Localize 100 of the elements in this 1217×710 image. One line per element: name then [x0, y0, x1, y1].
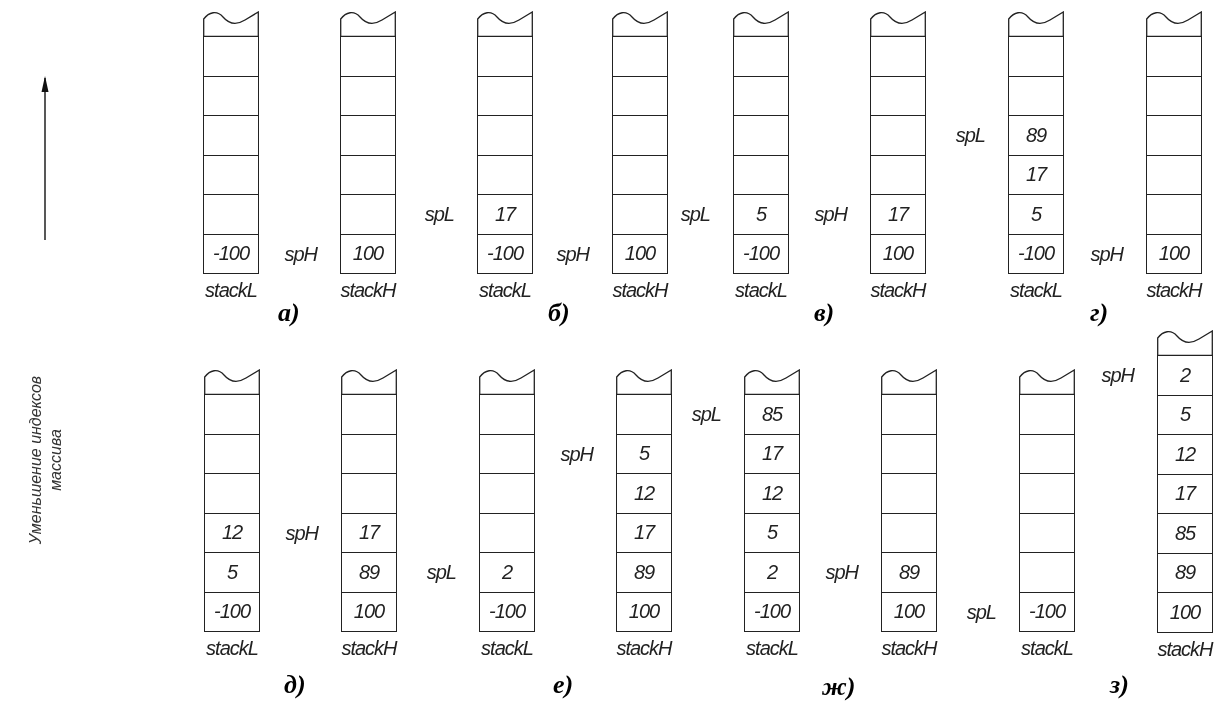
pointer-label: spH: [1090, 242, 1123, 266]
cell-value: 100: [628, 600, 660, 624]
cell-value: 2: [501, 560, 513, 584]
cell-value: -100: [1029, 600, 1065, 624]
stack-cell: [1008, 76, 1064, 116]
pointer-label: spH: [1101, 363, 1134, 387]
pointer-label: spH: [285, 521, 318, 545]
cell-value: 5: [755, 202, 767, 226]
cell-value: -100: [754, 600, 790, 624]
cell-value: -100: [489, 600, 525, 624]
pointer-label: spL: [424, 202, 454, 226]
stack-cell: [612, 37, 668, 77]
stack-cell: [881, 474, 937, 514]
stack-cell: [340, 37, 396, 77]
stack-cell: [1019, 513, 1075, 553]
stack-name: stackH: [341, 636, 397, 660]
stack-cell: [477, 37, 533, 77]
cell-value: 100: [893, 600, 925, 624]
cell-value: -100: [213, 242, 249, 266]
cell-value: -100: [743, 242, 779, 266]
stack-cell: [340, 195, 396, 235]
stack-name: stackL: [204, 278, 258, 302]
pointer-label: spL: [680, 202, 710, 226]
stack-cell: [744, 592, 800, 632]
stack-cell: [881, 513, 937, 553]
stack-cell: [870, 37, 926, 77]
stack-name: stackL: [734, 278, 788, 302]
stack-cell: [870, 234, 926, 274]
stack-name: stackH: [612, 278, 668, 302]
stack-cell: [1008, 234, 1064, 274]
stack-cell: [341, 474, 397, 514]
stack-name: stackH: [881, 636, 937, 660]
stack-name: stackL: [478, 278, 532, 302]
cell-value: 2: [766, 560, 778, 584]
stack-cell: [341, 395, 397, 435]
stack-name: stackH: [1157, 636, 1213, 661]
cell-value: 100: [624, 242, 656, 266]
stack-cell: [744, 513, 800, 553]
subfigure-letter: в): [814, 298, 835, 328]
cell-value: 17: [887, 202, 909, 226]
stack-cell: [612, 195, 668, 235]
stack-name: stackL: [745, 636, 799, 660]
stack-name: stackL: [1009, 278, 1063, 302]
stack-cell: [204, 474, 260, 514]
stack-name: stackL: [1020, 636, 1074, 660]
stack-cell: [479, 592, 535, 632]
cell-value: 12: [221, 521, 243, 545]
cell-value: 89: [1174, 561, 1196, 585]
cell-value: 89: [898, 560, 920, 584]
cell-value: 2: [1179, 363, 1191, 387]
stack-cell: [1157, 435, 1213, 475]
pointer-label: spH: [825, 560, 858, 584]
stack-cell: [479, 474, 535, 514]
stack-name: stackH: [1146, 278, 1202, 302]
stack-cell: [616, 513, 672, 553]
subfigure-letter: а): [278, 298, 300, 328]
cell-value: 12: [633, 481, 655, 505]
cell-value: 5: [638, 442, 650, 466]
stack-cell: [204, 592, 260, 632]
axis-caption: Уменьшение индексов массива: [26, 374, 65, 547]
pointer-label: spL: [955, 123, 985, 147]
pointer-label: spH: [284, 242, 317, 266]
cell-value: 85: [761, 402, 783, 426]
stack-cell: [1008, 195, 1064, 235]
stack-cell: [1146, 155, 1202, 195]
cell-value: 100: [1158, 242, 1190, 266]
stack-cell: [341, 434, 397, 474]
stack-cell: [881, 395, 937, 435]
cell-value: 89: [633, 560, 655, 584]
pointer-label: spL: [426, 560, 456, 584]
cell-value: 5: [1179, 403, 1191, 427]
cell-value: 17: [1025, 163, 1047, 187]
stack-cell: [733, 116, 789, 156]
pointer-label: spL: [691, 402, 721, 426]
stack-cell: [744, 474, 800, 514]
pointer-label: spL: [966, 600, 996, 624]
pointer-label: spH: [556, 242, 589, 266]
stack-cell: [1157, 593, 1213, 633]
stack-cell: [477, 116, 533, 156]
stack-cell: [733, 234, 789, 274]
stack-cell: [203, 195, 259, 235]
stack-cell: [1019, 553, 1075, 593]
stack-cell: [616, 592, 672, 632]
stack-cell: [1146, 37, 1202, 77]
cell-value: 89: [358, 560, 380, 584]
subfigure-letter: г): [1090, 298, 1109, 328]
stack-name: stackH: [340, 278, 396, 302]
stack-cell: [733, 155, 789, 195]
stack-cell: [616, 395, 672, 435]
subfigure-letter: б): [548, 298, 570, 328]
stack-cell: [340, 155, 396, 195]
cell-value: 100: [352, 242, 384, 266]
stack-cell: [477, 234, 533, 274]
cell-value: 5: [226, 560, 238, 584]
stack-cell: [479, 513, 535, 553]
cell-value: 17: [358, 521, 380, 545]
cell-value: 5: [766, 521, 778, 545]
cell-value: -100: [487, 242, 523, 266]
cell-value: 5: [1030, 202, 1042, 226]
cell-value: 12: [761, 481, 783, 505]
